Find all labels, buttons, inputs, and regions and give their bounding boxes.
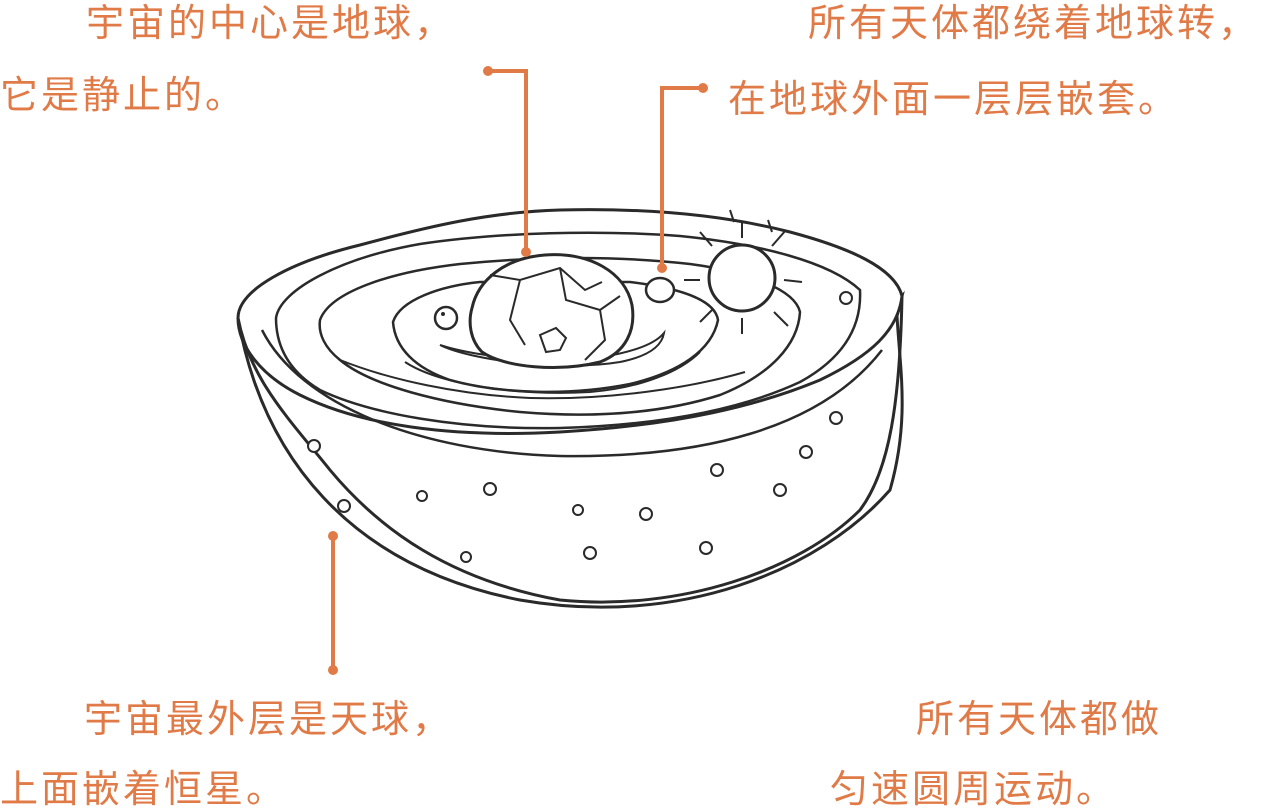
stars-on-celestial-sphere [307, 291, 853, 563]
caption-orbits-line1: 所有天体都绕着地球转， [808, 1, 1260, 45]
caption-earth-center-line2: 它是静止的。 [0, 73, 247, 117]
caption-uniform-motion-line2: 匀速圆周运动。 [830, 767, 1118, 811]
planet-small-body [644, 276, 676, 304]
inner-shell-lip [404, 351, 701, 394]
callout-celestial-sphere [328, 531, 338, 675]
caption-earth-center-line1: 宇宙的中心是地球， [86, 1, 456, 45]
third-shell-lip [339, 359, 746, 400]
callout-earth-center [483, 66, 531, 257]
caption-orbits-line2: 在地球外面一层层嵌套。 [728, 77, 1180, 121]
outer-bowl-lower-edge [236, 295, 904, 604]
callout-orbits [657, 83, 708, 273]
earth [468, 253, 635, 369]
caption-celestial-sphere-line2: 上面嵌着恒星。 [0, 767, 288, 811]
moon-small-body [433, 305, 459, 331]
caption-uniform-motion-line1: 所有天体都做 [916, 697, 1163, 741]
sun [684, 209, 803, 334]
caption-celestial-sphere-line1: 宇宙最外层是天球， [84, 697, 454, 741]
outer-bowl-inner-band [260, 329, 883, 458]
